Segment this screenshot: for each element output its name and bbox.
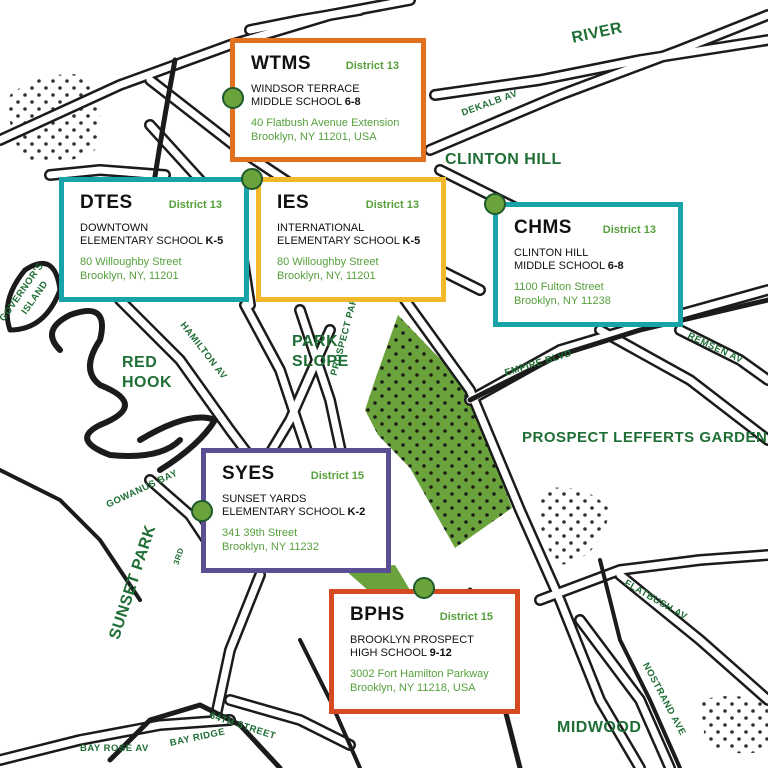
school-abbr: IES: [277, 192, 310, 213]
school-district: District 13: [365, 199, 419, 211]
label-hook: HOOK: [122, 374, 172, 391]
school-abbr: BPHS: [350, 604, 405, 625]
location-marker-wtms[interactable]: [222, 87, 244, 109]
school-district: District 13: [602, 224, 656, 236]
label-prospect-lefferts-gardens: PROSPECT LEFFERTS GARDENS: [522, 429, 768, 446]
location-marker-bphs[interactable]: [413, 577, 435, 599]
prospect-park-area: [345, 315, 512, 592]
location-marker-chms[interactable]: [484, 193, 506, 215]
school-abbr: SYES: [222, 463, 275, 484]
label-slope: SLOPE: [292, 353, 349, 370]
school-abbr: DTES: [80, 192, 133, 213]
location-marker-syes[interactable]: [191, 500, 213, 522]
school-abbr: CHMS: [514, 217, 572, 238]
label-midwood: MIDWOOD: [557, 719, 642, 736]
school-abbr: WTMS: [251, 53, 312, 74]
school-district: District 13: [345, 60, 399, 72]
school-district: District 15: [310, 470, 364, 482]
label-red: RED: [122, 354, 158, 371]
school-district: District 13: [168, 199, 222, 211]
label-park: PARK: [292, 333, 339, 350]
school-district: District 15: [439, 611, 493, 623]
label-bay-rose-av: BAY ROSE AV: [80, 743, 149, 754]
location-marker-dtes[interactable]: [241, 168, 263, 190]
label-clinton-hill: CLINTON HILL: [445, 151, 562, 168]
